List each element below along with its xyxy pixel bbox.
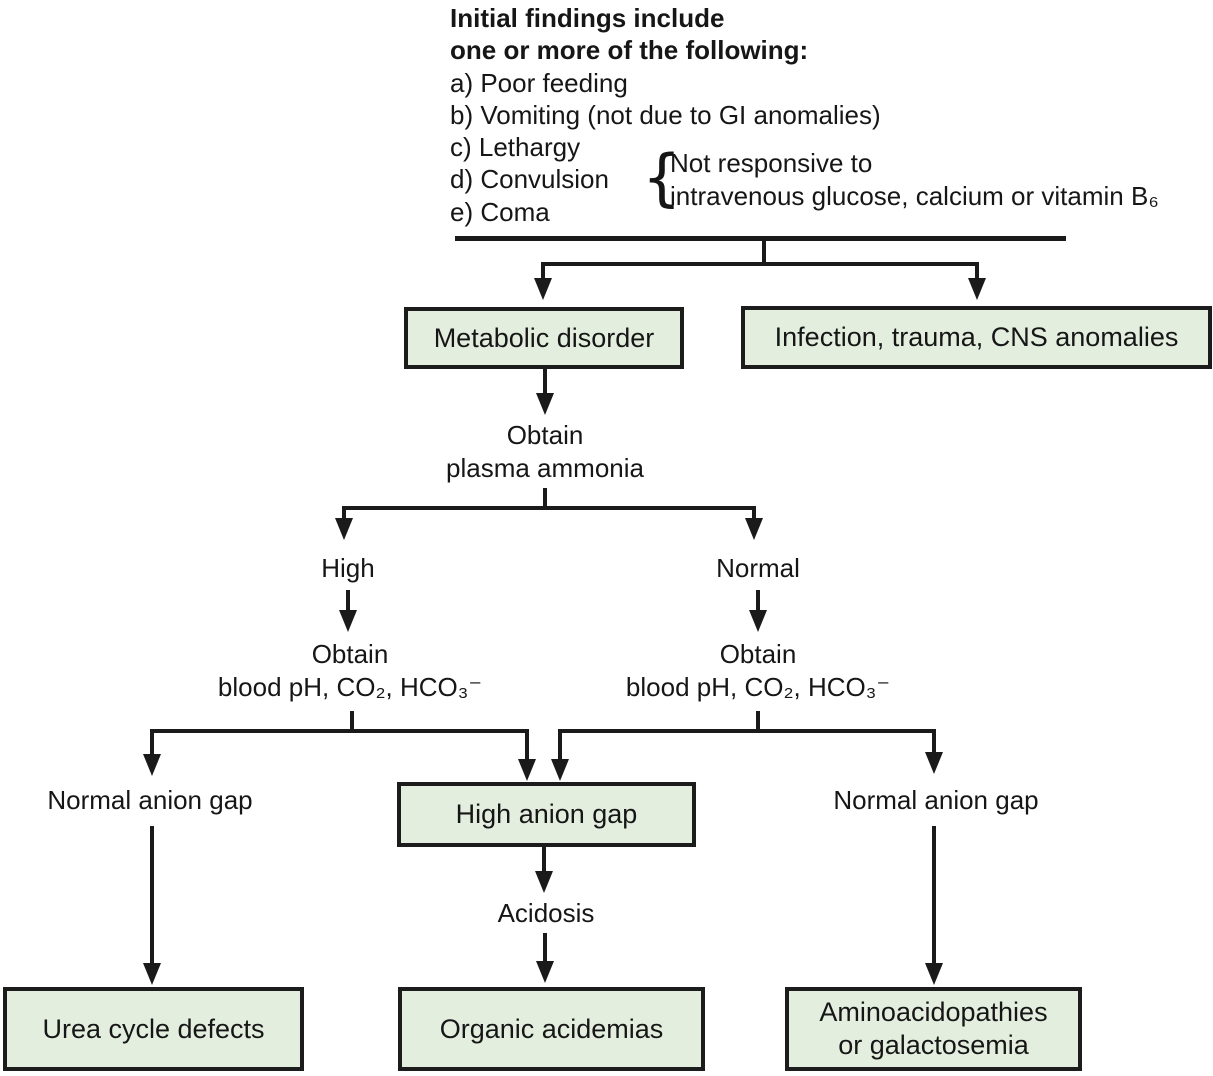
obtain-blood-right-line2: blood pH, CO₂, HCO₃⁻ bbox=[625, 672, 891, 702]
arrowhead-to-organic bbox=[536, 961, 554, 983]
arrowhead-to-normal bbox=[745, 518, 763, 540]
arrowhead-to-acidosis bbox=[535, 871, 553, 893]
node-obtain-blood-left: Obtain blood pH, CO₂, HCO₃⁻ bbox=[218, 638, 482, 704]
arrowhead-to-urea bbox=[143, 963, 161, 985]
connector-to-normal-anion-left-line bbox=[150, 729, 154, 756]
obtain-blood-left-line1: Obtain bbox=[311, 639, 389, 669]
node-high-anion-gap: High anion gap bbox=[397, 782, 696, 847]
arrowhead-to-infection bbox=[968, 278, 986, 300]
connector-normal-to-blood-line bbox=[756, 590, 760, 612]
connector-to-normal-anion-right-line bbox=[932, 729, 936, 754]
arrowhead-to-normal-anion-right bbox=[925, 752, 943, 774]
arrowhead-to-amino bbox=[925, 963, 943, 985]
connector-to-amino-line bbox=[932, 826, 936, 965]
node-urea-cycle-defects: Urea cycle defects bbox=[3, 987, 304, 1071]
node-metabolic-disorder-label: Metabolic disorder bbox=[433, 322, 655, 353]
connector-branch-4 bbox=[558, 729, 936, 733]
connector-branch-3 bbox=[150, 729, 529, 733]
connector-metabolic-to-ammonia-line bbox=[543, 369, 547, 395]
node-acidosis: Acidosis bbox=[497, 898, 595, 928]
findings-underline bbox=[455, 236, 1066, 241]
connector-findings-stub bbox=[762, 239, 766, 266]
brace-glyph: { bbox=[642, 141, 682, 214]
node-normal: Normal bbox=[716, 553, 800, 583]
node-high-anion-gap-label: High anion gap bbox=[455, 799, 638, 829]
findings-title-line2: one or more of the following: bbox=[450, 35, 809, 66]
node-metabolic-disorder: Metabolic disorder bbox=[404, 307, 684, 369]
arrowhead-normal-to-blood bbox=[749, 610, 767, 632]
finding-item-c: c) Lethargy bbox=[450, 132, 581, 163]
connector-blood-right-stub bbox=[756, 711, 760, 733]
obtain-blood-left-line2: blood pH, CO₂, HCO₃⁻ bbox=[217, 672, 483, 702]
node-obtain-plasma-ammonia: Obtain plasma ammonia bbox=[446, 419, 644, 485]
node-infection-trauma-cns-label: Infection, trauma, CNS anomalies bbox=[774, 322, 1179, 352]
finding-item-e: e) Coma bbox=[450, 196, 550, 227]
finding-item-d: d) Convulsion bbox=[450, 164, 609, 195]
node-aminoacidopathies-line2: or galactosemia bbox=[838, 1030, 1029, 1060]
arrowhead-to-metabolic bbox=[534, 278, 552, 300]
connector-acidosis-to-organic-line bbox=[543, 933, 547, 963]
node-organic-acidemias-label: Organic acidemias bbox=[439, 1013, 664, 1044]
connector-high-to-blood-line bbox=[346, 590, 350, 612]
obtain-blood-right-line1: Obtain bbox=[719, 639, 797, 669]
node-infection-trauma-cns: Infection, trauma, CNS anomalies bbox=[741, 306, 1212, 369]
finding-item-a: a) Poor feeding bbox=[450, 67, 628, 98]
initial-findings-block: Initial findings include one or more of … bbox=[450, 2, 881, 228]
arrowhead-right-to-high-anion bbox=[551, 759, 569, 781]
node-urea-cycle-defects-label: Urea cycle defects bbox=[42, 1013, 265, 1044]
connector-branch-2 bbox=[342, 506, 756, 510]
connector-to-infection-line bbox=[975, 262, 979, 280]
node-aminoacidopathies: Aminoacidopathies or galactosemia bbox=[785, 987, 1082, 1071]
arrowhead-to-ammonia bbox=[536, 393, 554, 415]
connector-ammonia-stub bbox=[543, 488, 547, 510]
obtain-ammonia-line2: plasma ammonia bbox=[446, 453, 644, 483]
arrowhead-to-high bbox=[335, 518, 353, 540]
connector-to-urea-line bbox=[150, 826, 154, 965]
node-normal-anion-gap-right: Normal anion gap bbox=[833, 785, 1039, 815]
connector-right-to-high-anion-line bbox=[558, 729, 562, 759]
connector-to-normal-line bbox=[752, 506, 756, 520]
node-high: High bbox=[321, 553, 375, 583]
brace-note-line1: Not responsive to bbox=[670, 148, 873, 178]
connector-left-to-high-anion-line bbox=[525, 729, 529, 759]
connector-high-anion-to-acidosis-line bbox=[542, 847, 546, 873]
connector-to-high-line bbox=[342, 506, 346, 520]
node-normal-anion-gap-left: Normal anion gap bbox=[47, 785, 253, 815]
findings-title-line1: Initial findings include bbox=[450, 3, 725, 33]
brace-note-line2: intravenous glucose, calcium or vitamin … bbox=[670, 181, 1159, 211]
node-obtain-blood-right: Obtain blood pH, CO₂, HCO₃⁻ bbox=[626, 638, 890, 704]
arrowhead-to-normal-anion-left bbox=[143, 754, 161, 776]
connector-branch-1 bbox=[541, 262, 979, 266]
arrowhead-high-to-blood bbox=[339, 610, 357, 632]
connector-to-metabolic-line bbox=[541, 262, 545, 280]
node-organic-acidemias: Organic acidemias bbox=[398, 987, 705, 1071]
finding-item-b: b) Vomiting (not due to GI anomalies) bbox=[450, 99, 881, 130]
arrowhead-left-to-high-anion bbox=[518, 759, 536, 781]
connector-blood-left-stub bbox=[350, 711, 354, 733]
node-aminoacidopathies-line1: Aminoacidopathies bbox=[819, 997, 1048, 1027]
obtain-ammonia-line1: Obtain bbox=[506, 420, 584, 450]
